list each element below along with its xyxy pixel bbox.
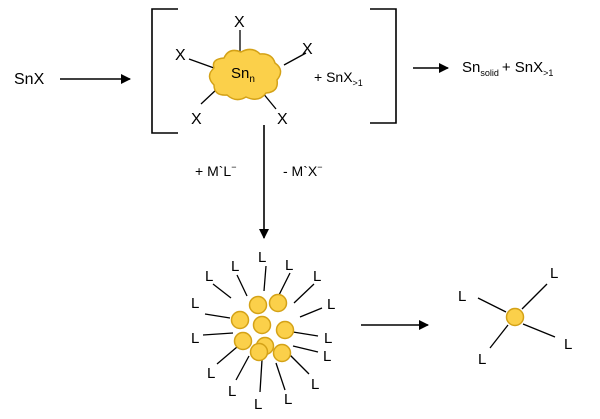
nanoparticle-ligands: L L L L L L L L L L L L L L L [191, 249, 335, 413]
sn-atom [505, 307, 525, 327]
sn-sphere [248, 295, 268, 315]
product-label: Snsolid+ SnX>1 [462, 59, 553, 78]
ligand-l: L [324, 330, 332, 347]
ligand-l: L [205, 268, 213, 285]
ligand-l: L [254, 396, 262, 413]
left-bracket [151, 8, 178, 134]
ligand-l: L [191, 295, 199, 312]
right-bracket [370, 8, 397, 124]
sn-sphere [272, 343, 292, 363]
nanoparticle [230, 293, 295, 363]
ligand-l: L [228, 383, 236, 400]
ligand-x-bottom-left: X [191, 111, 202, 128]
reactant-label: SnX [14, 71, 45, 88]
sn-sphere [230, 310, 250, 330]
cluster-label: Snn [231, 65, 255, 85]
sn-sphere [252, 315, 272, 335]
ligand-l: L [191, 330, 199, 347]
reagent-add-label: + M`L− [195, 162, 236, 179]
ligand-l: L [564, 336, 572, 353]
sn-sphere [275, 320, 295, 340]
sn-cluster-blob [208, 48, 282, 101]
ligand-x-bottom-right: X [277, 111, 288, 128]
ligand-l: L [231, 258, 239, 275]
ligand-l: L [258, 249, 266, 266]
ligand-l: L [285, 257, 293, 274]
ligand-x-right: X [302, 41, 313, 58]
ligand-l: L [311, 376, 319, 393]
nanoparticle-bonds [202, 265, 323, 393]
ligand-l: L [478, 351, 486, 368]
sn-sphere [249, 342, 269, 362]
sn-sphere [268, 293, 288, 313]
ligand-l: L [323, 348, 331, 365]
ligand-l: L [207, 365, 215, 382]
ligand-l: L [458, 288, 466, 305]
ligand-l: L [313, 268, 321, 285]
reagent-remove-label: - M`X− [283, 162, 322, 179]
ligand-l: L [284, 391, 292, 408]
ligand-l: L [550, 265, 558, 282]
ligand-x-top: X [234, 14, 245, 31]
byproduct-label: + SnX>1 [314, 69, 363, 88]
sn-sphere [233, 331, 253, 351]
ligand-l: L [327, 296, 335, 313]
single-atom-complex: L L L L [458, 265, 572, 368]
ligand-x-left: X [175, 47, 186, 64]
